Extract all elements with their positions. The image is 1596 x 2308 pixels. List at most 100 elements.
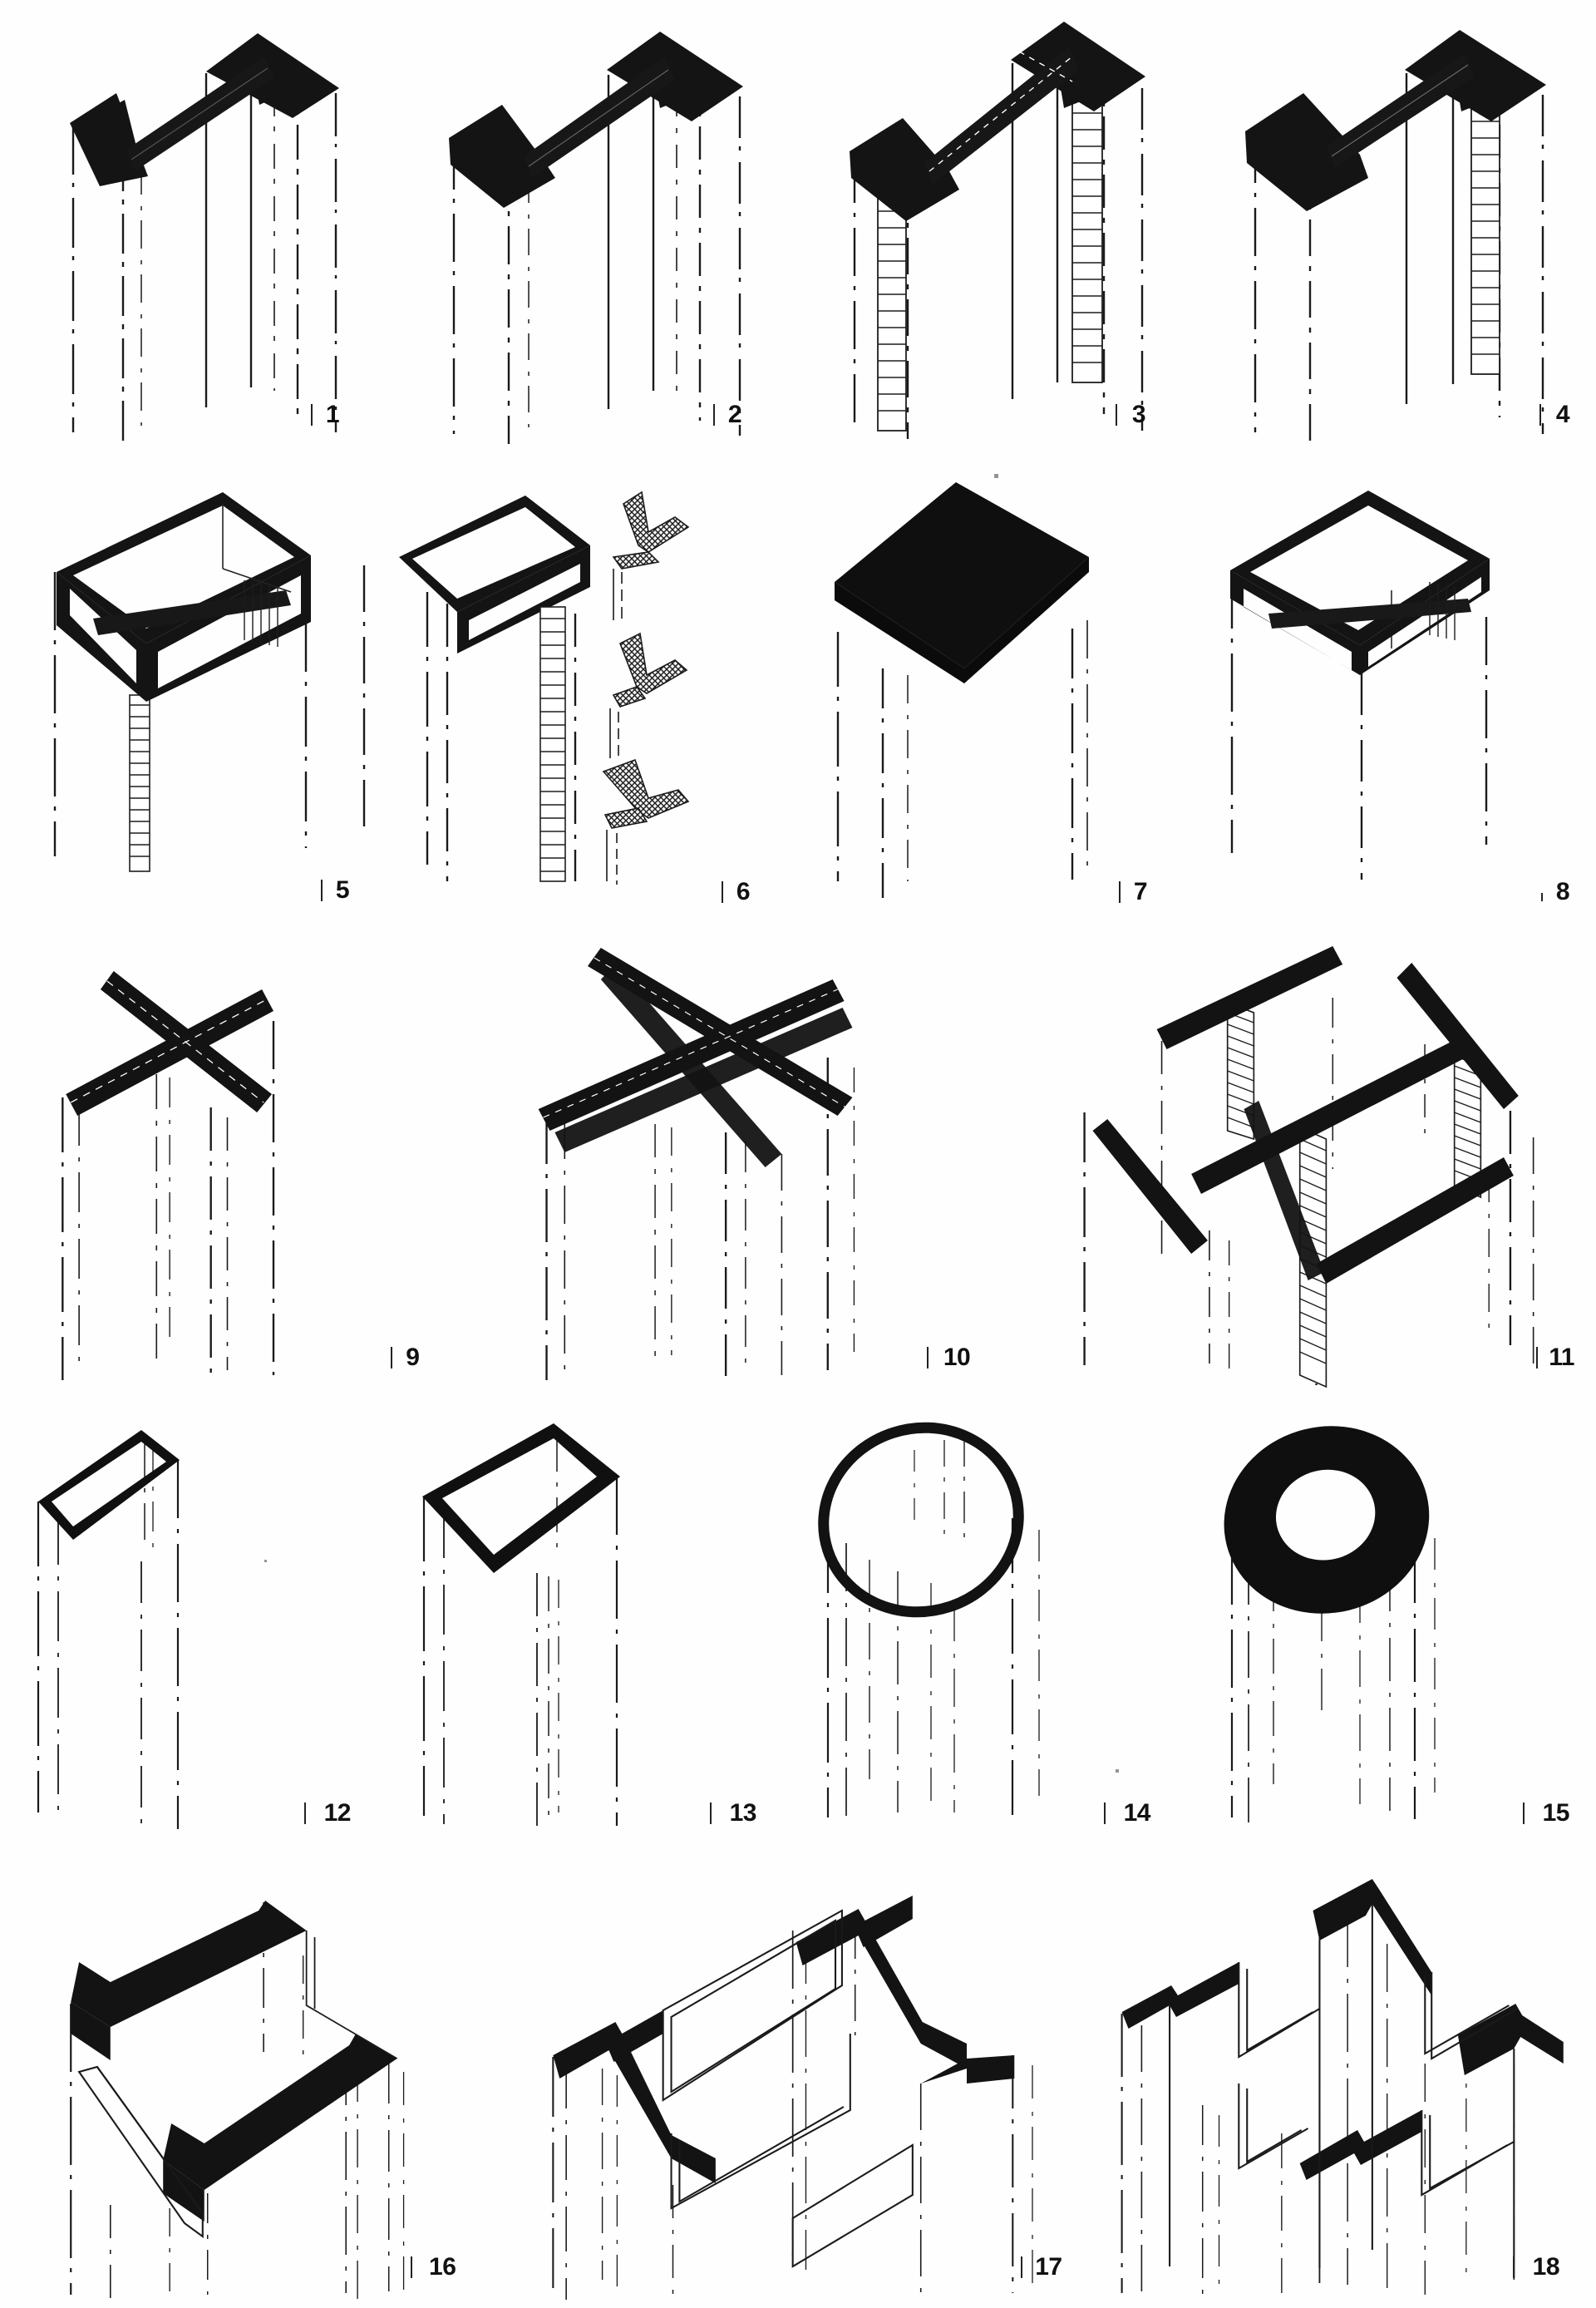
number-tick-15 <box>1523 1803 1525 1824</box>
scan-speck <box>264 1560 267 1562</box>
channel-left-with-tee <box>553 2010 717 2183</box>
figure-11: 11 <box>1053 931 1596 1397</box>
angle-webs <box>1168 1904 1518 2278</box>
number-tick-1 <box>311 404 313 426</box>
figure-9: 9 <box>0 931 510 1397</box>
section-detail-middle <box>609 632 688 762</box>
figure-15: 15 <box>1197 1397 1596 1879</box>
number-tick-10 <box>927 1347 929 1369</box>
figure-number-17: 17 <box>1035 2253 1062 2281</box>
rivet-hatching-right <box>1470 107 1500 375</box>
beam-back-left <box>1156 946 1343 1049</box>
number-tick-13 <box>710 1803 712 1824</box>
section-detail-bottom <box>602 758 690 885</box>
number-tick-12 <box>304 1803 306 1824</box>
figure-1: 1 <box>0 0 399 466</box>
cap-frame <box>399 496 590 653</box>
crossing-beam-lower-b <box>554 1008 853 1152</box>
rectangular-hollow-section <box>38 1430 180 1540</box>
number-tick-5 <box>321 880 323 901</box>
figure-number-15: 15 <box>1542 1799 1570 1827</box>
section-detail-top <box>612 491 690 624</box>
number-tick-7 <box>1119 881 1121 903</box>
beam-front-left <box>1092 1119 1209 1254</box>
central-i-beam <box>663 1909 914 2268</box>
figure-number-8: 8 <box>1555 878 1570 905</box>
scan-speck <box>1116 1769 1119 1773</box>
figure-number-2: 2 <box>727 401 742 428</box>
channel-rear <box>71 1901 307 2060</box>
riveted-tee-seat-left <box>850 118 959 221</box>
number-tick-2 <box>713 404 715 426</box>
number-tick-9 <box>391 1347 393 1369</box>
beam-back-right <box>1396 963 1520 1109</box>
figure-number-11: 11 <box>1549 1344 1574 1371</box>
figure-18: 18 <box>1086 1879 1596 2308</box>
connecting-beam <box>924 47 1079 185</box>
number-tick-14 <box>1104 1803 1106 1824</box>
number-tick-16 <box>411 2256 413 2278</box>
square-hollow-section <box>422 1423 620 1573</box>
figure-8: 8 <box>1197 466 1596 931</box>
cruciform-angle-flanges <box>1121 1879 1564 2180</box>
number-tick-18 <box>1513 2256 1515 2278</box>
figure-row-4: 12 13 <box>0 1397 1596 1879</box>
beam-diagonal-mid <box>1191 1039 1466 1194</box>
open-cap-ring <box>1230 491 1490 675</box>
thin-wall-tube-opening <box>818 1422 1024 1618</box>
figure-number-1: 1 <box>325 401 340 428</box>
figure-row-5: 16 <box>0 1879 1596 2308</box>
crossing-beam-lower-a <box>601 964 782 1167</box>
figure-3: 3 <box>798 0 1197 466</box>
figure-number-12: 12 <box>323 1799 352 1827</box>
figure-number-4: 4 <box>1555 401 1570 428</box>
tee-seat-left <box>70 93 148 186</box>
figure-10: 10 <box>510 931 1053 1397</box>
inner-diaphragm <box>1268 599 1471 629</box>
figure-number-14: 14 <box>1123 1799 1151 1827</box>
figure-4: 4 <box>1197 0 1596 466</box>
wide-tee-seat-left <box>449 105 555 208</box>
figure-5: 5 <box>0 466 399 931</box>
number-tick-6 <box>722 881 723 903</box>
figure-number-5: 5 <box>335 876 350 904</box>
figure-17: 17 <box>510 1879 1085 2308</box>
number-tick-8 <box>1541 893 1543 901</box>
rivet-hatching-left <box>877 180 907 432</box>
figure-13: 13 <box>399 1397 798 1879</box>
inner-diaphragm-beam <box>93 590 291 635</box>
figure-number-13: 13 <box>729 1799 757 1827</box>
figure-number-7: 7 <box>1133 878 1148 905</box>
lacing-bar <box>77 2065 204 2239</box>
rivet-hatching-front <box>129 694 150 872</box>
number-tick-4 <box>1539 404 1541 426</box>
number-tick-3 <box>1116 404 1117 426</box>
figure-7: 7 <box>798 466 1197 931</box>
figure-number-9: 9 <box>406 1344 420 1371</box>
rivet-hatching-right <box>1071 99 1103 383</box>
figure-16: 16 <box>0 1879 510 2308</box>
figure-number-3: 3 <box>1131 401 1146 428</box>
figure-12: 12 <box>0 1397 399 1879</box>
figure-number-16: 16 <box>429 2253 456 2281</box>
figure-14: 14 <box>798 1397 1197 1879</box>
figure-number-18: 18 <box>1532 2253 1560 2281</box>
beam-diagonal-mid2 <box>1244 1101 1325 1280</box>
crossing-beam-b <box>66 989 273 1116</box>
number-tick-11 <box>1535 1347 1538 1369</box>
rivet-hatching <box>539 606 566 882</box>
figure-row-2: 5 <box>0 466 1596 931</box>
channel-right-with-tee <box>796 1896 1015 2084</box>
solid-cap-plate <box>835 482 1089 683</box>
thick-wall-pipe-section <box>1224 1426 1430 1614</box>
figure-row-3: 9 <box>0 931 1596 1397</box>
figure-number-10: 10 <box>943 1344 971 1371</box>
connecting-beam <box>1327 53 1475 168</box>
channel-front <box>163 2034 397 2222</box>
scan-speck <box>994 474 998 478</box>
number-tick-17 <box>1020 2256 1022 2278</box>
figure-number-6: 6 <box>736 878 751 905</box>
figure-2: 2 <box>399 0 798 466</box>
figure-row-1: 1 <box>0 0 1596 466</box>
